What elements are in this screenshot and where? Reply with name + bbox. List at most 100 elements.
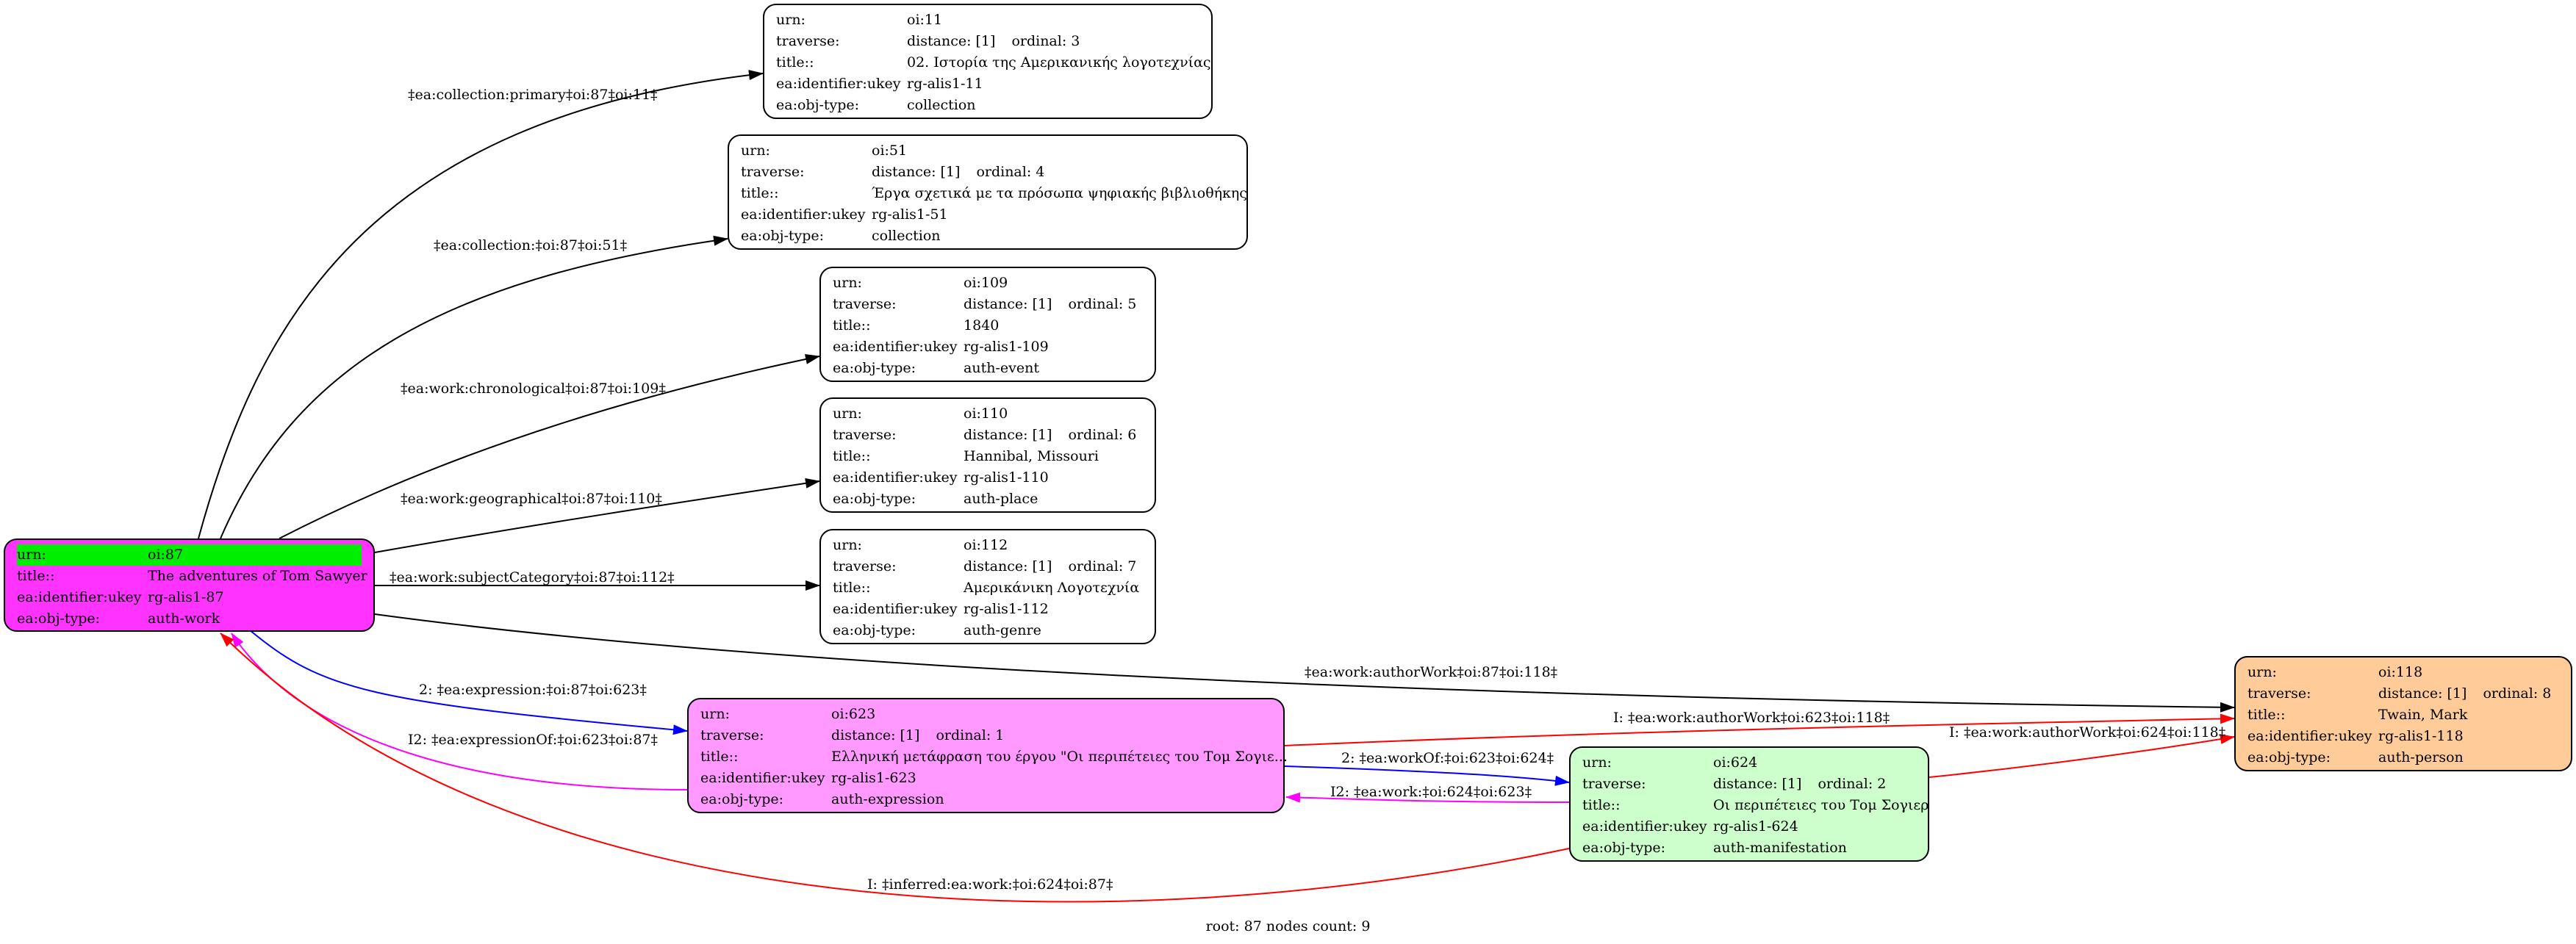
edge-label-geographical: ‡ea:work:geographical‡oi:87‡oi:110‡ [401,491,662,507]
row-key: traverse: [741,164,805,180]
node-row-ukey: ea:identifier:ukey rg-alis1-51 [741,204,1235,226]
edge-label-author-work-623: I: ‡ea:work:authorWork‡oi:623‡oi:118‡ [1613,710,1890,726]
row-value: distance: [1]ordinal: 5 [964,294,1143,315]
row-value: rg-alis1-87 [148,589,224,605]
edge-label-chronological: ‡ea:work:chronological‡oi:87‡oi:109‡ [401,381,666,397]
node-row-urn: urn:oi:87 [17,544,362,566]
row-key: traverse: [2247,685,2311,702]
row-key: ea:identifier:ukey [741,206,866,223]
row-key: urn: [776,12,806,28]
row-key: title:: [1582,797,1621,813]
distance-value: distance: [1] [907,33,996,49]
node-row-traverse: traverse: distance: [1] ordinal: 8 [2247,683,2559,705]
row-value: 1840 [964,317,1000,334]
row-key: traverse: [776,33,840,49]
node-row-traverse: traverse: distance: [1]ordinal: 4 [741,162,1235,183]
ordinal-value: ordinal: 2 [1818,776,1887,792]
node-row-traverse: traverse: distance: [1]ordinal: 7 [833,556,1143,577]
node-row-urn: urn:oi:624 [1582,752,1916,774]
edge-oi623-oi87 [231,633,688,790]
row-value: auth-expression [831,791,944,807]
row-key: urn: [741,143,770,159]
edge-label-collection-primary: ‡ea:collection:primary‡oi:87‡oi:11‡ [408,87,658,103]
row-value: Έργα σχετικά με τα πρόσωπα ψηφιακής βιβλ… [872,185,1247,201]
row-value: auth-place [964,491,1038,507]
node-row-title: title::Οι περιπέτειες του Τομ Σογιερ [1582,795,1929,816]
row-value: oi:623 [831,706,876,722]
node-row-traverse: traverse:distance: [1]ordinal: 2 [1582,774,1916,795]
edge-oi87-oi110 [374,478,820,553]
ordinal-value: ordinal: 8 [2483,685,2552,702]
node-row-title: title::Αμερικάνικη Λογοτεχνία [833,577,1143,599]
node-row-type: ea:obj-type:auth-expression [700,789,1271,810]
edge-oi87-oi623 [249,630,688,735]
node-row-type: ea:obj-type: collection [776,95,1199,116]
row-key: urn: [17,547,46,563]
node-row-title: title::The adventures of Tom Sawyer [17,566,367,587]
row-key: ea:obj-type: [776,97,860,113]
row-key: urn: [833,537,862,553]
row-value: Hannibal, Missouri [964,448,1099,464]
edge-oi87-oi118 [374,613,2235,713]
row-key: traverse: [1582,776,1646,792]
row-key: urn: [833,406,862,422]
row-value: oi:109 [964,275,1008,291]
node-row-type: ea:obj-type:auth-place [833,489,1143,510]
node-oi-87[interactable]: urn:oi:87 title::The adventures of Tom S… [4,538,375,632]
row-value: distance: [1]ordinal: 7 [964,556,1143,577]
row-value: Ελληνική μετάφραση του έργου "Οι περιπέτ… [831,749,1288,765]
row-value: distance: [1] ordinal: 8 [2378,683,2559,705]
node-row-ukey: ea:identifier:ukey rg-alis1-87 [17,587,362,608]
node-row-title: title::Έργα σχετικά με τα πρόσωπα ψηφιακ… [741,183,1247,204]
row-key: ea:identifier:ukey [17,589,142,605]
node-oi-109[interactable]: urn:oi:109 traverse: distance: [1]ordinal:… [819,267,1156,382]
node-row-urn: urn:oi:109 [833,273,1143,294]
row-value: The adventures of Tom Sawyer [148,568,367,584]
node-row-title: title::1840 [833,315,1143,336]
node-row-urn: urn: oi:11 [776,10,1199,31]
row-key: title:: [741,185,779,201]
ordinal-value: ordinal: 5 [1068,296,1137,312]
row-key: ea:identifier:ukey [1582,818,1707,835]
row-key: urn: [700,706,730,722]
row-key: ea:identifier:ukey [833,339,958,355]
node-row-ukey: ea:identifier:ukey rg-alis1-109 [833,336,1143,358]
row-value: rg-alis1-109 [964,339,1049,355]
row-value: auth-genre [964,622,1041,638]
node-row-type: ea:obj-type:auth-work [17,608,362,630]
edge-oi624-oi118 [1929,734,2235,778]
row-key: traverse: [833,427,897,443]
row-value: rg-alis1-11 [907,76,983,92]
row-value: auth-event [964,360,1039,376]
row-key: title:: [2247,707,2286,723]
node-oi-118[interactable]: urn: oi:118 traverse: distance: [1] ordinal:… [2234,656,2572,771]
node-row-title: title::Ελληνική μετάφραση του έργου "Οι … [700,746,1288,768]
row-key: ea:identifier:ukey [776,76,901,92]
edge-label-subject-category: ‡ea:work:subjectCategory‡oi:87‡oi:112‡ [390,569,675,586]
row-value: rg-alis1-118 [2378,728,2464,744]
row-key: urn: [2247,664,2277,680]
row-value: rg-alis1-110 [964,469,1049,486]
row-key: traverse: [833,296,897,312]
row-value: oi:11 [907,12,943,28]
row-key: urn: [1582,754,1612,771]
row-key: traverse: [833,558,897,574]
row-value: collection [907,97,976,113]
row-value: rg-alis1-51 [872,206,948,223]
distance-value: distance: [1] [2378,685,2467,702]
ordinal-value: ordinal: 1 [936,727,1005,743]
node-row-title: title::Twain, Mark [2247,705,2559,726]
row-value: auth-person [2378,749,2464,765]
node-row-type: ea:obj-type:auth-genre [833,620,1143,641]
row-value: distance: [1]ordinal: 4 [872,162,1235,183]
edge-label-collection: ‡ea:collection:‡oi:87‡oi:51‡ [434,237,628,253]
row-value: oi:118 [2378,664,2423,680]
